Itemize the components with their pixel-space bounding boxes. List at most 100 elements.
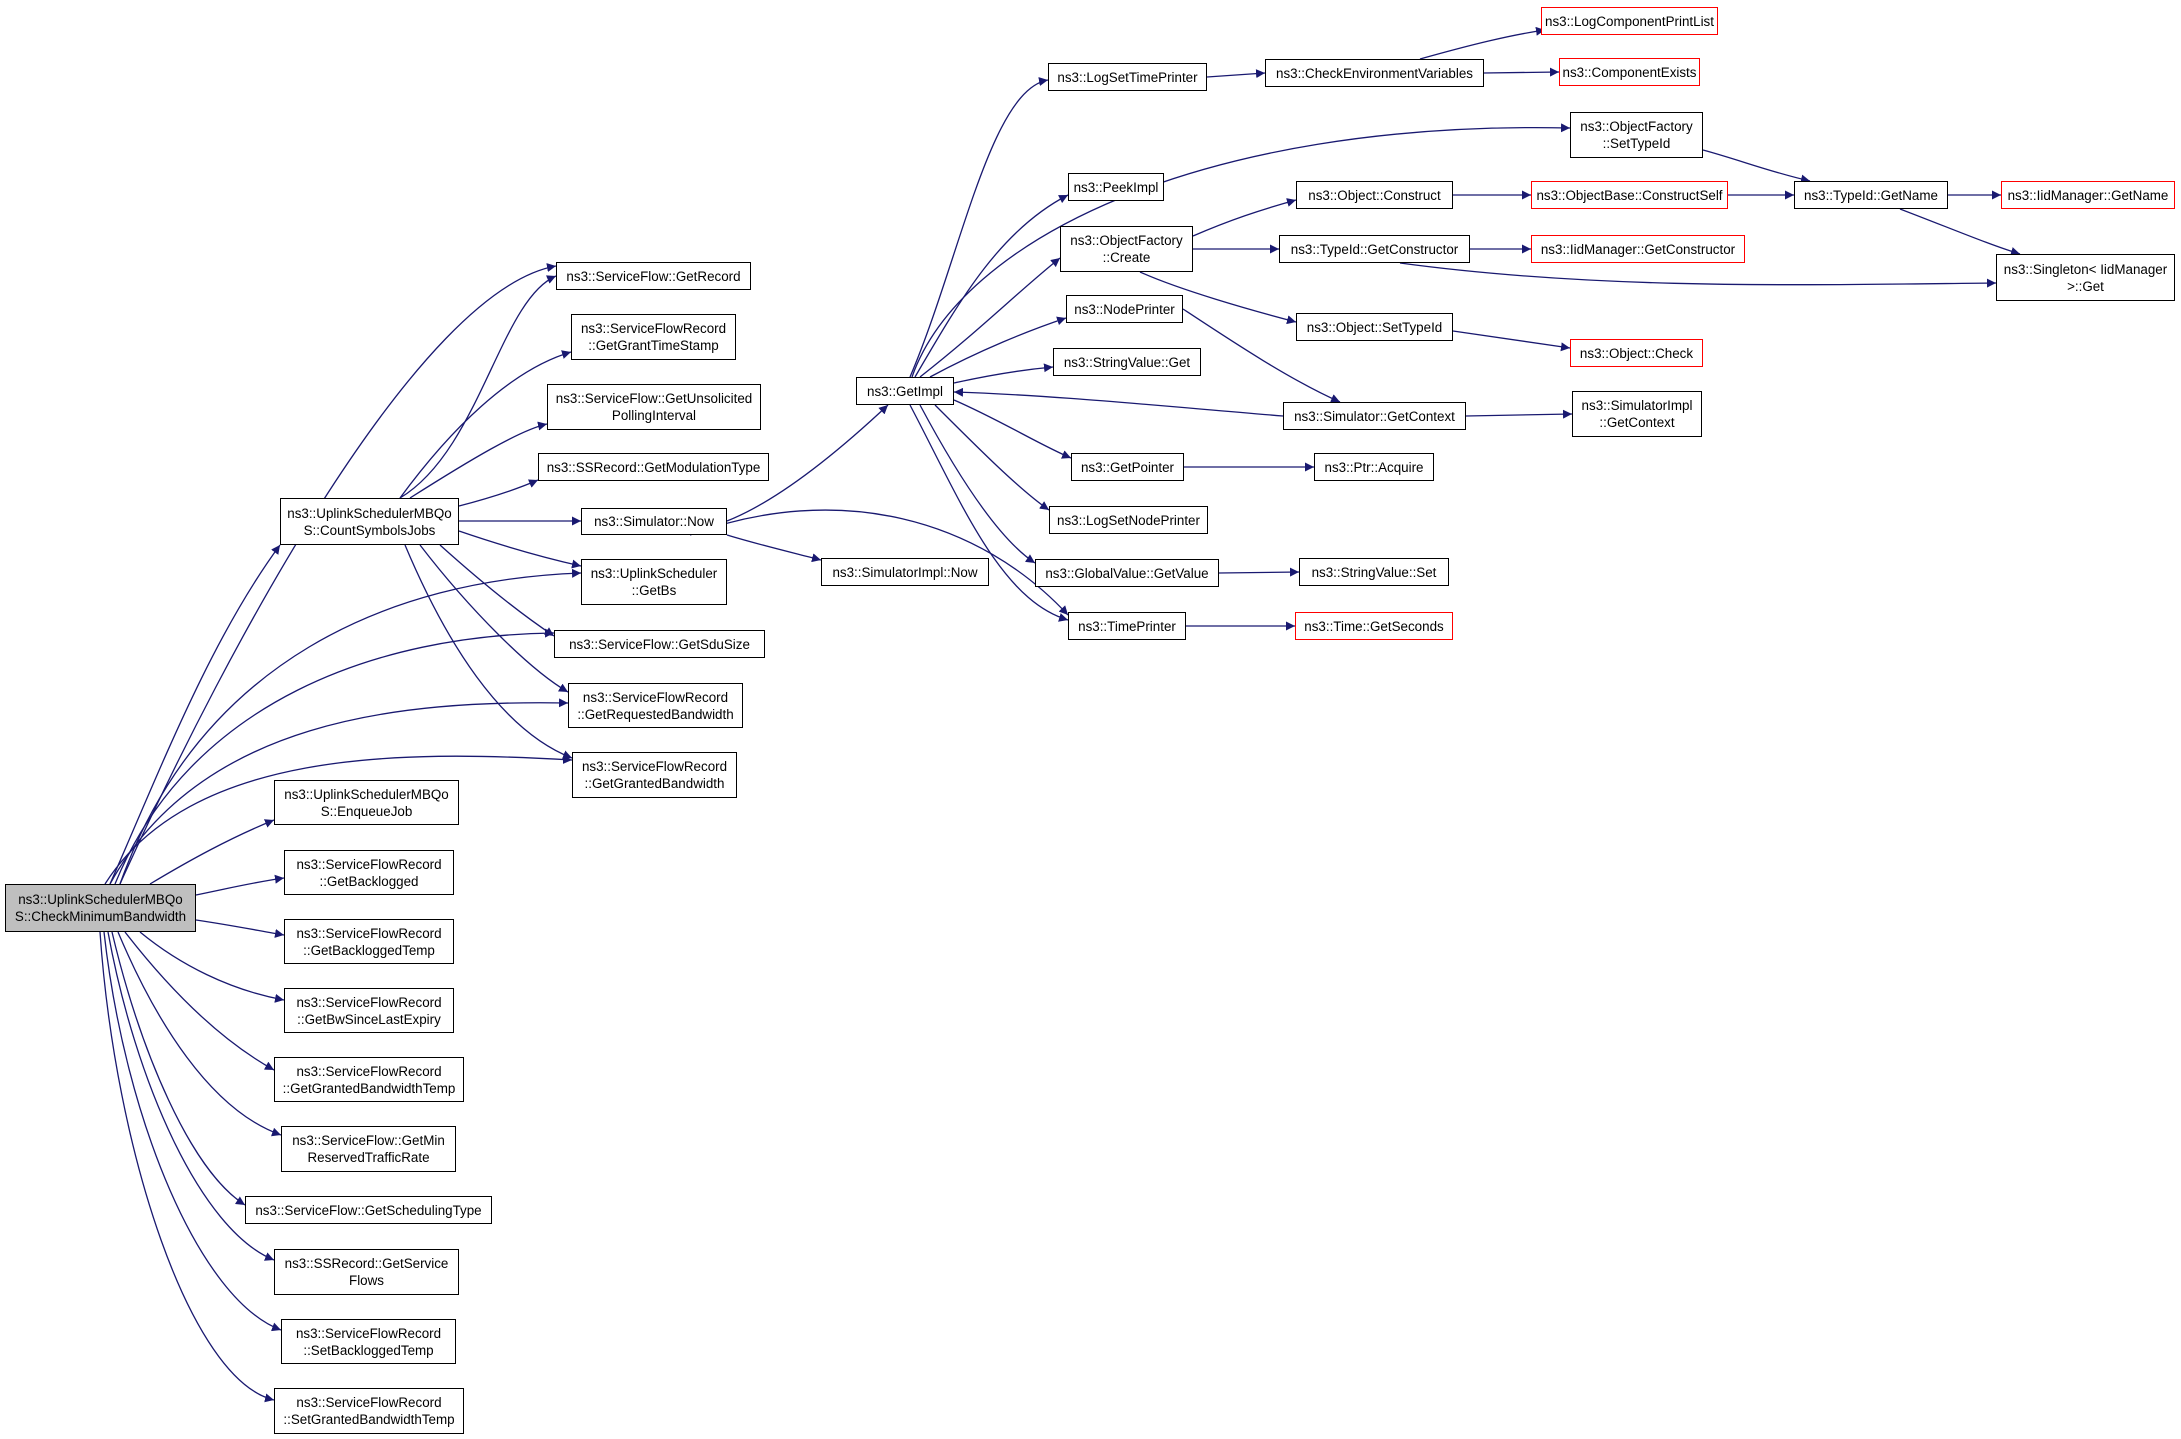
- node-service-flow-get-record[interactable]: ns3::ServiceFlow::GetRecord: [556, 262, 751, 290]
- edge-get-impl-string-get: [953, 363, 1054, 384]
- edge-root-get-granted-bw: [104, 754, 573, 885]
- edge-log-set-time-check-env: [1206, 69, 1266, 79]
- edge-root-get-granted-bw-temp: [124, 931, 275, 1071]
- edge-root-get-sdu: [114, 628, 555, 885]
- edge-get-impl-get-pointer: [953, 399, 1072, 459]
- node-set-backlogged-temp[interactable]: ns3::ServiceFlowRecord ::SetBackloggedTe…: [281, 1319, 456, 1364]
- edge-of-create-obj-set-type-id: [1139, 271, 1297, 325]
- node-type-id-get-name[interactable]: ns3::TypeId::GetName: [1794, 181, 1948, 209]
- edge-sim-now-get-impl: [726, 404, 889, 522]
- edge-tid-get-name-singleton-get: [1899, 208, 2021, 256]
- edge-get-impl-gv-get-value: [919, 404, 1036, 564]
- edge-get-impl-of-create: [919, 257, 1061, 378]
- node-get-scheduling-type[interactable]: ns3::ServiceFlow::GetSchedulingType: [245, 1196, 492, 1224]
- node-peek-impl[interactable]: ns3::PeekImpl: [1068, 173, 1164, 201]
- node-log-set-time-printer[interactable]: ns3::LogSetTimePrinter: [1048, 63, 1207, 91]
- node-object-construct[interactable]: ns3::Object::Construct: [1296, 181, 1453, 209]
- edge-get-impl-log-set-node: [934, 404, 1050, 511]
- node-get-min-reserved-traffic-rate[interactable]: ns3::ServiceFlow::GetMin ReservedTraffic…: [281, 1126, 456, 1172]
- node-object-factory-set-type-id[interactable]: ns3::ObjectFactory ::SetTypeId: [1570, 112, 1703, 158]
- edge-sim-get-context-get-impl: [953, 387, 1284, 417]
- edge-obj-set-type-id-obj-check: [1452, 330, 1571, 352]
- node-uplink-scheduler-get-bs[interactable]: ns3::UplinkScheduler ::GetBs: [581, 559, 727, 605]
- edge-root-set-granted-bw-temp: [99, 931, 275, 1403]
- node-get-granted-bandwidth-temp[interactable]: ns3::ServiceFlowRecord ::GetGrantedBandw…: [274, 1057, 464, 1102]
- edge-count-get-bs: [458, 530, 582, 569]
- edge-node-printer-sim-get-context: [1182, 308, 1341, 403]
- edge-root-get-backlogged-temp: [195, 919, 285, 938]
- node-log-component-print-list[interactable]: ns3::LogComponentPrintList: [1541, 7, 1718, 35]
- edge-count-get-granted-bw: [404, 544, 573, 759]
- edge-count-get-modulation: [458, 479, 539, 507]
- node-iid-manager-get-constructor[interactable]: ns3::IidManager::GetConstructor: [1531, 235, 1745, 263]
- edge-sim-get-context-sim-impl-get-ctx: [1465, 409, 1573, 419]
- edge-root-get-record: [119, 263, 557, 885]
- node-get-granted-bandwidth[interactable]: ns3::ServiceFlowRecord ::GetGrantedBandw…: [572, 752, 737, 798]
- edge-count-get-record: [399, 275, 557, 499]
- edge-get-impl-of-set-type-id: [911, 123, 1571, 378]
- edge-of-set-type-id-tid-get-name: [1702, 149, 1811, 184]
- node-get-backlogged[interactable]: ns3::ServiceFlowRecord ::GetBacklogged: [284, 850, 454, 895]
- edge-root-count: [109, 544, 281, 885]
- node-time-printer[interactable]: ns3::TimePrinter: [1068, 612, 1186, 640]
- edge-sim-now-time-printer: [689, 509, 1069, 616]
- node-ptr-acquire[interactable]: ns3::Ptr::Acquire: [1314, 453, 1434, 481]
- edge-get-impl-time-printer: [909, 404, 1069, 622]
- node-object-base-construct-self[interactable]: ns3::ObjectBase::ConstructSelf: [1531, 181, 1728, 209]
- edge-count-get-sdu: [439, 544, 555, 637]
- node-simulator-impl-now[interactable]: ns3::SimulatorImpl::Now: [821, 558, 989, 586]
- node-get-requested-bandwidth[interactable]: ns3::ServiceFlowRecord ::GetRequestedBan…: [568, 683, 743, 728]
- edge-count-get-req-bw: [419, 544, 569, 693]
- edge-root-get-bw-since: [139, 931, 285, 1003]
- edge-get-impl-log-set-time: [909, 77, 1049, 378]
- edge-of-create-obj-construct: [1192, 198, 1297, 237]
- node-iid-manager-get-name[interactable]: ns3::IidManager::GetName: [2001, 181, 2175, 209]
- node-get-pointer[interactable]: ns3::GetPointer: [1071, 453, 1184, 481]
- node-get-bw-since-last-expiry[interactable]: ns3::ServiceFlowRecord ::GetBwSinceLastE…: [284, 988, 454, 1033]
- node-global-value-get-value[interactable]: ns3::GlobalValue::GetValue: [1035, 559, 1219, 587]
- edge-count-get-grant-ts: [399, 350, 572, 499]
- node-set-granted-bandwidth-temp[interactable]: ns3::ServiceFlowRecord ::SetGrantedBandw…: [274, 1388, 464, 1434]
- edge-gv-get-value-string-set: [1218, 567, 1300, 577]
- node-object-check[interactable]: ns3::Object::Check: [1570, 339, 1703, 367]
- node-node-printer[interactable]: ns3::NodePrinter: [1066, 295, 1183, 323]
- node-get-unsolicited-polling-interval[interactable]: ns3::ServiceFlow::GetUnsolicited Polling…: [547, 384, 761, 430]
- edge-layer: [99, 26, 2021, 1403]
- node-simulator-impl-get-context[interactable]: ns3::SimulatorImpl ::GetContext: [1572, 391, 1702, 437]
- node-simulator-get-context[interactable]: ns3::Simulator::GetContext: [1283, 402, 1466, 430]
- node-string-value-get[interactable]: ns3::StringValue::Get: [1053, 348, 1201, 376]
- node-object-factory-create[interactable]: ns3::ObjectFactory ::Create: [1060, 226, 1193, 272]
- node-count-symbols-jobs[interactable]: ns3::UplinkSchedulerMBQo S::CountSymbols…: [280, 498, 459, 545]
- edge-get-impl-peek-impl: [914, 194, 1069, 378]
- node-time-get-seconds[interactable]: ns3::Time::GetSeconds: [1295, 612, 1453, 640]
- edge-root-get-req-bw: [109, 698, 569, 885]
- edge-sim-now-sim-impl-now: [726, 534, 822, 563]
- node-get-sdu-size[interactable]: ns3::ServiceFlow::GetSduSize: [554, 630, 765, 658]
- node-get-service-flows[interactable]: ns3::SSRecord::GetService Flows: [274, 1249, 459, 1295]
- edge-root-get-backlogged: [195, 874, 285, 896]
- edge-tid-get-ctor-singleton-get: [1399, 262, 1997, 288]
- node-object-set-type-id[interactable]: ns3::Object::SetTypeId: [1296, 313, 1453, 341]
- edge-root-get-bs: [119, 568, 582, 885]
- node-check-minimum-bandwidth: ns3::UplinkSchedulerMBQo S::CheckMinimum…: [5, 884, 196, 932]
- node-get-modulation-type[interactable]: ns3::SSRecord::GetModulationType: [538, 453, 769, 481]
- node-simulator-now[interactable]: ns3::Simulator::Now: [581, 508, 727, 535]
- node-singleton-iid-manager-get[interactable]: ns3::Singleton< IidManager >::Get: [1996, 254, 2175, 301]
- edge-root-get-service-flows: [107, 931, 275, 1261]
- node-type-id-get-constructor[interactable]: ns3::TypeId::GetConstructor: [1279, 235, 1470, 263]
- edge-root-set-backlogged-temp: [103, 931, 282, 1332]
- edge-check-env-log-comp-list: [1419, 26, 1546, 60]
- node-component-exists[interactable]: ns3::ComponentExists: [1559, 58, 1700, 86]
- edge-get-impl-node-printer: [929, 316, 1067, 378]
- node-log-set-node-printer[interactable]: ns3::LogSetNodePrinter: [1049, 506, 1208, 534]
- node-get-grant-time-stamp[interactable]: ns3::ServiceFlowRecord ::GetGrantTimeSta…: [571, 314, 736, 360]
- node-check-environment-variables[interactable]: ns3::CheckEnvironmentVariables: [1265, 59, 1484, 87]
- edge-check-env-comp-exists: [1483, 67, 1560, 77]
- edge-root-enqueue: [149, 819, 275, 885]
- edge-root-get-sched-type: [111, 931, 246, 1206]
- node-get-backlogged-temp[interactable]: ns3::ServiceFlowRecord ::GetBackloggedTe…: [284, 919, 454, 964]
- node-string-value-set[interactable]: ns3::StringValue::Set: [1299, 558, 1449, 586]
- node-get-impl[interactable]: ns3::GetImpl: [856, 377, 954, 405]
- node-enqueue-job[interactable]: ns3::UplinkSchedulerMBQo S::EnqueueJob: [274, 780, 459, 825]
